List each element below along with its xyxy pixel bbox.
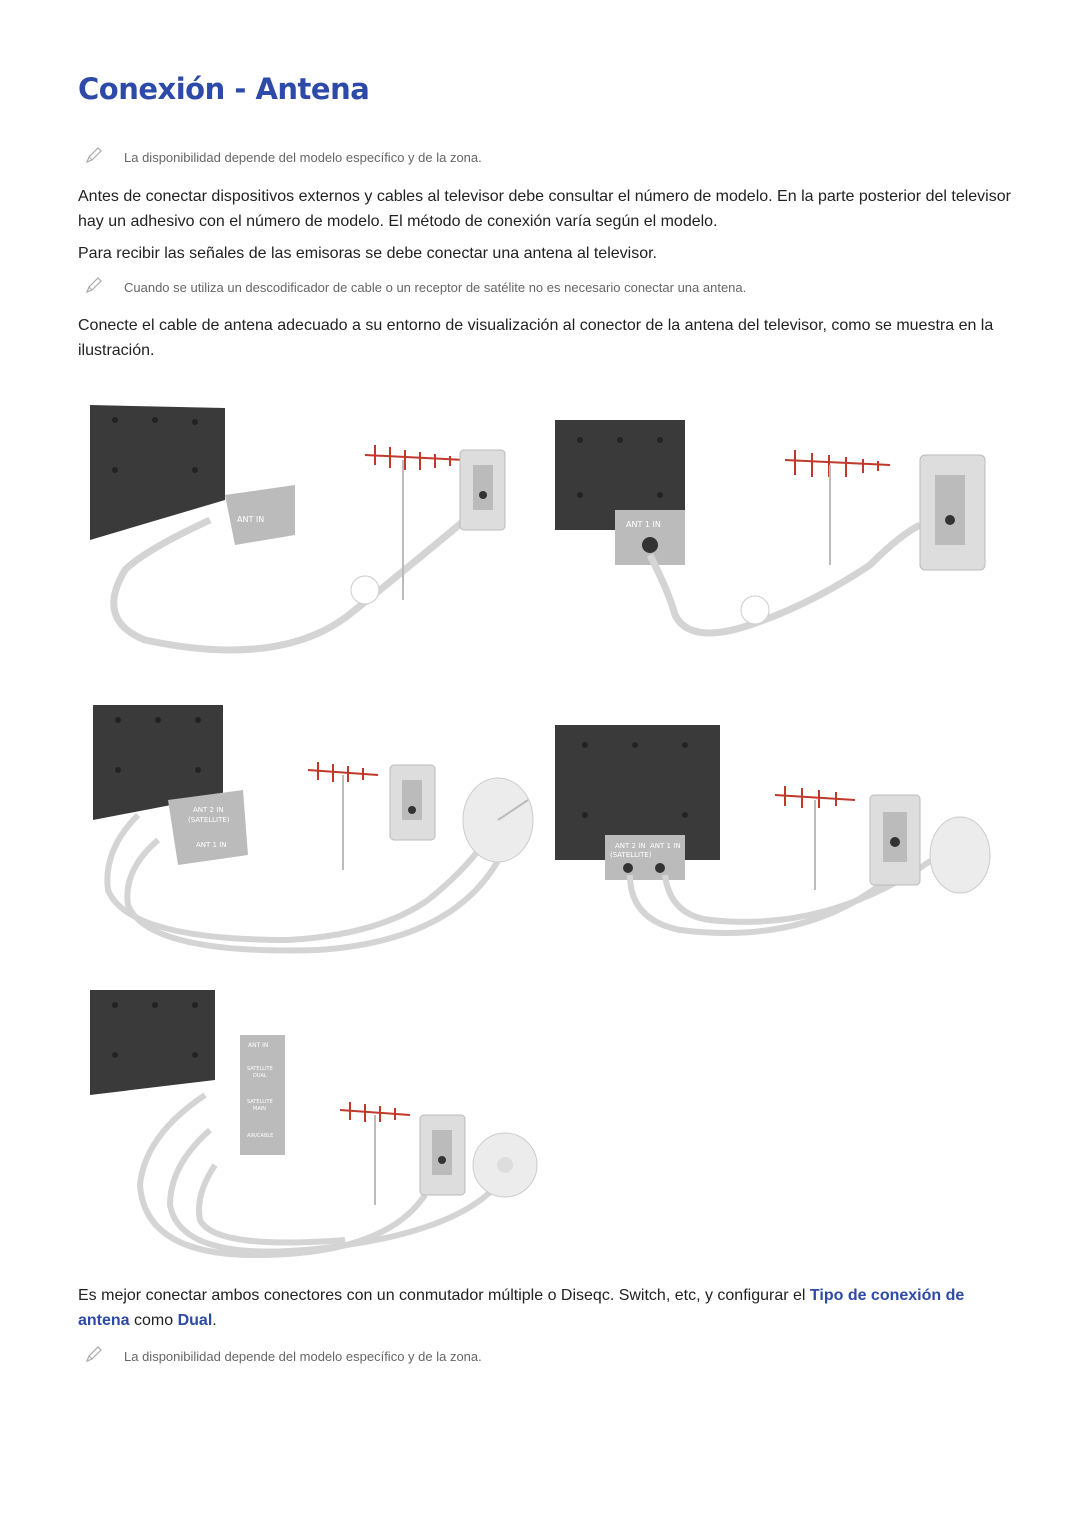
port-label: (SATELLITE) (188, 816, 230, 824)
note-text: La disponibilidad depende del modelo esp… (124, 1349, 482, 1364)
pencil-note-icon (85, 147, 102, 164)
port-label: ANT 2 IN (615, 842, 646, 850)
terrestrial-antenna (784, 450, 891, 477)
port-label: AIR/CABLE (247, 1133, 273, 1139)
tv-port-panel (605, 835, 685, 880)
cable-loop-marker (740, 595, 770, 625)
paragraph-model-number: Antes de conectar dispositivos externos … (78, 188, 1011, 230)
port-label: ANT IN (237, 515, 264, 524)
tv-back-panel (93, 705, 223, 820)
ant-adapter-box (225, 485, 295, 545)
port-label: ANT IN (248, 1042, 268, 1049)
port-label: ANT 1 IN (650, 842, 681, 850)
paragraph-dual-config: Es mejor conectar ambos conectores con u… (78, 1283, 1018, 1333)
link-tipo-conexion-antena[interactable]: Tipo de conexión de antena (78, 1287, 965, 1329)
tv-back-panel (90, 990, 215, 1095)
port-label: DUAL (253, 1073, 267, 1079)
link-dual[interactable]: Dual (177, 1312, 213, 1329)
port-label: MAIN (253, 1106, 266, 1112)
pencil-note-icon (85, 1346, 102, 1363)
satellite-dish (929, 816, 991, 894)
terrestrial-antenna (774, 786, 856, 808)
page-title: Conexión - Antena (78, 72, 370, 106)
port-label: ANT 1 IN (626, 520, 661, 529)
coax-cable (136, 1092, 428, 1259)
paragraph-antenna-required: Para recibir las señales de las emisoras… (78, 245, 657, 262)
note-text: La disponibilidad depende del modelo esp… (124, 150, 482, 165)
terrestrial-antenna (339, 1102, 411, 1122)
illustration-dual-ports: ANT 2 IN (SATELLITE) ANT 1 IN (555, 725, 991, 936)
port-label: (SATELLITE) (610, 851, 652, 859)
terrestrial-antenna (307, 762, 379, 782)
illustration-ant-in-adapter: ANT IN (90, 405, 506, 654)
pencil-note-icon (85, 277, 102, 294)
coax-cable (196, 1163, 346, 1246)
port-label: ANT 1 IN (196, 841, 227, 849)
multiswitch-box (240, 1035, 285, 1155)
coax-cable (104, 812, 501, 944)
coax-cable (124, 837, 511, 954)
illustration-multiswitch: ANT IN SATELLITE DUAL SATELLITE MAIN AIR… (90, 990, 538, 1259)
tv-back-panel (90, 405, 225, 540)
paragraph-text: . (212, 1312, 217, 1329)
paragraph-text: Es mejor conectar ambos conectores con u… (78, 1287, 810, 1304)
cable-loop-marker (350, 575, 380, 605)
coax-cable (110, 492, 488, 654)
port-label: SATELLITE (247, 1099, 273, 1105)
note-text: Cuando se utiliza un descodificador de c… (124, 280, 747, 295)
paragraph-text: como (129, 1312, 178, 1329)
paragraph-connect-cable: Conecte el cable de antena adecuado a su… (78, 317, 994, 359)
terrestrial-antenna (364, 445, 466, 470)
port-label: ANT 2 IN (193, 806, 224, 814)
illustration-ant1-in-direct: ANT 1 IN (555, 420, 986, 637)
ant-adapter-box (168, 790, 248, 865)
port-label: SATELLITE (247, 1066, 273, 1072)
coax-cable (646, 521, 922, 637)
coax-cable (166, 1127, 508, 1255)
illustration-dual-adapter: ANT 2 IN (SATELLITE) ANT 1 IN (93, 705, 534, 954)
